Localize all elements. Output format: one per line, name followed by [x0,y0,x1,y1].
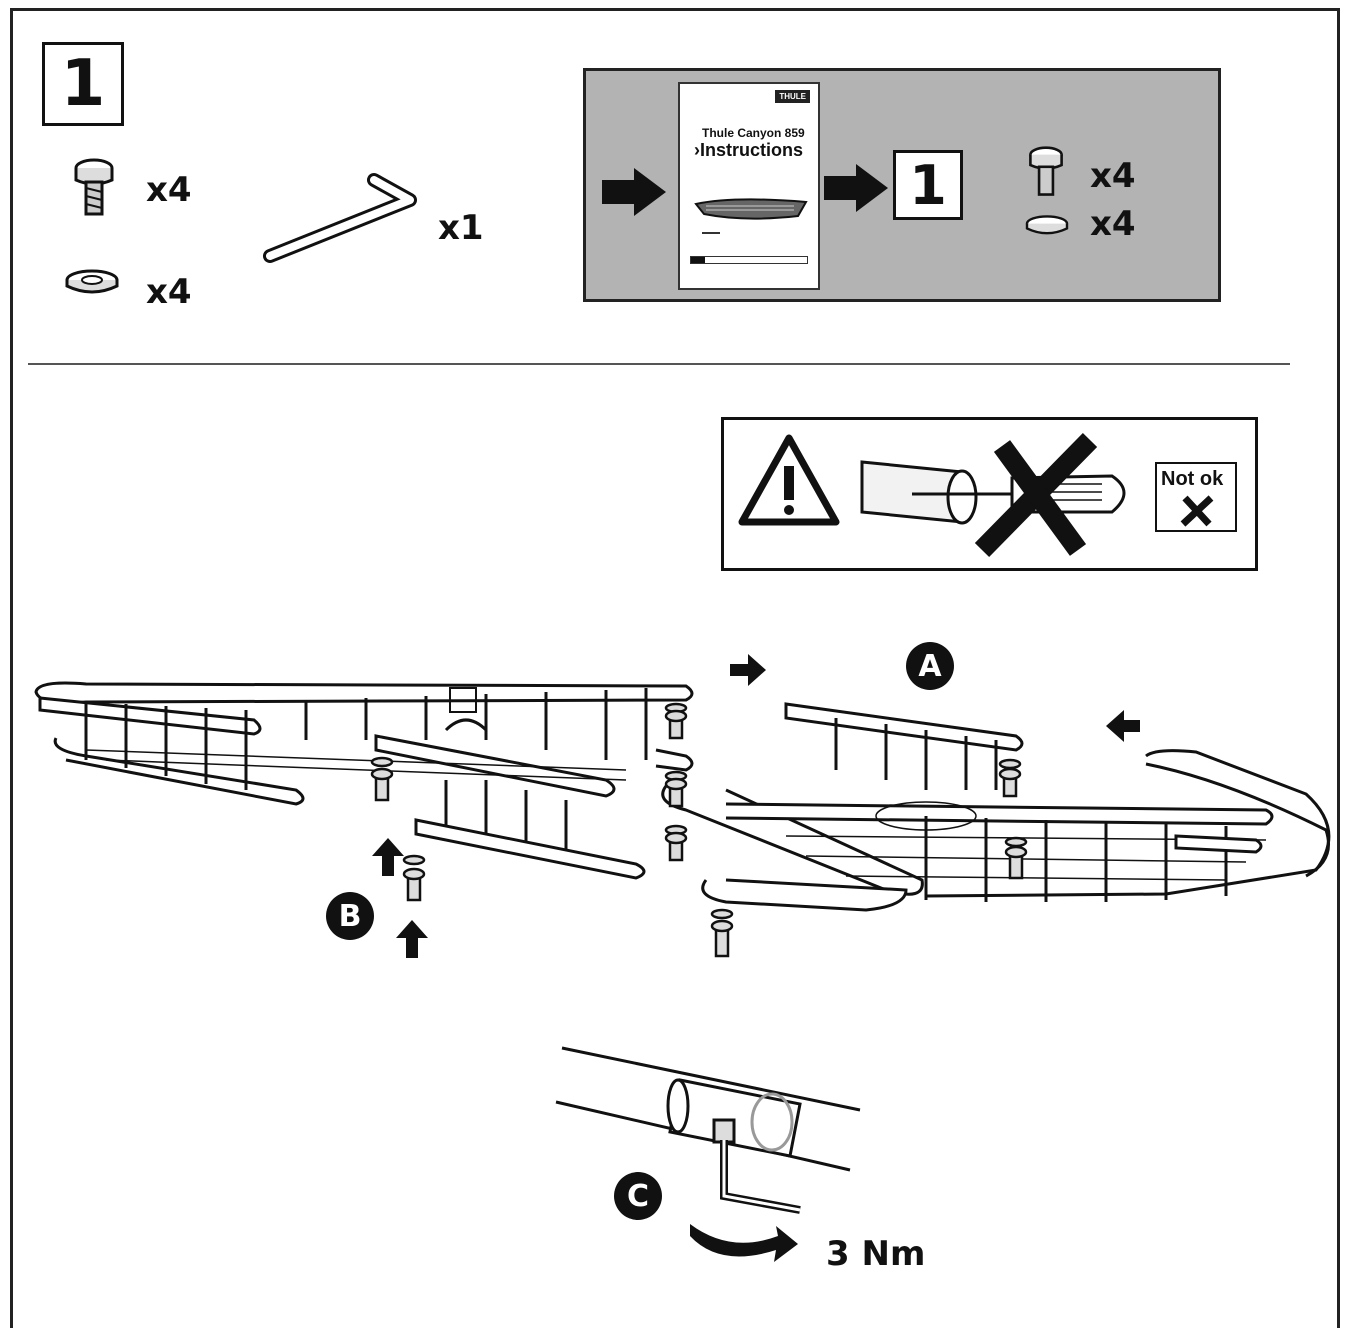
bolt-quantity: x4 [146,170,192,210]
basket-assembly-illustration [34,654,1331,958]
hex-key-icon [263,173,417,263]
booklet-basket-illustration [694,198,808,220]
tube-tightening-illustration [555,1046,861,1262]
panel-bolt-quantity: x4 [1090,156,1136,196]
instruction-booklet: THULE Thule Canyon 859 ›Instructions [678,82,820,290]
page-frame [10,8,1340,1328]
washer-quantity: x4 [146,272,192,312]
booklet-title: Thule Canyon 859 [702,126,805,140]
section-divider [28,363,1290,365]
callout-b: B [326,892,374,940]
not-ok-label: Not ok [1161,468,1224,490]
callout-a: A [906,642,954,690]
bolt-icon [1029,146,1063,196]
arrow-right-icon [602,168,666,216]
booklet-subtitle: ›Instructions [694,140,804,160]
step-reference: 1 [893,150,963,220]
booklet-rule [702,232,720,234]
booklet-footer-bar [690,256,808,264]
cross-icon [1180,495,1214,527]
washer-icon [1025,215,1069,235]
callout-c: C [614,1172,662,1220]
step-number: 1 [42,42,124,126]
panel-washer-quantity: x4 [1090,204,1136,244]
torque-value: 3 Nm [826,1234,926,1274]
bolt-icon [74,158,114,216]
warning-triangle-icon [738,434,840,526]
booklet-brand: THULE [775,90,810,103]
screwdriver-in-tube-illustration [860,432,1126,558]
hex-key-quantity: x1 [438,208,484,248]
not-ok-indicator: Not ok [1155,462,1237,532]
washer-icon [65,269,119,294]
arrow-right-icon [824,164,888,212]
